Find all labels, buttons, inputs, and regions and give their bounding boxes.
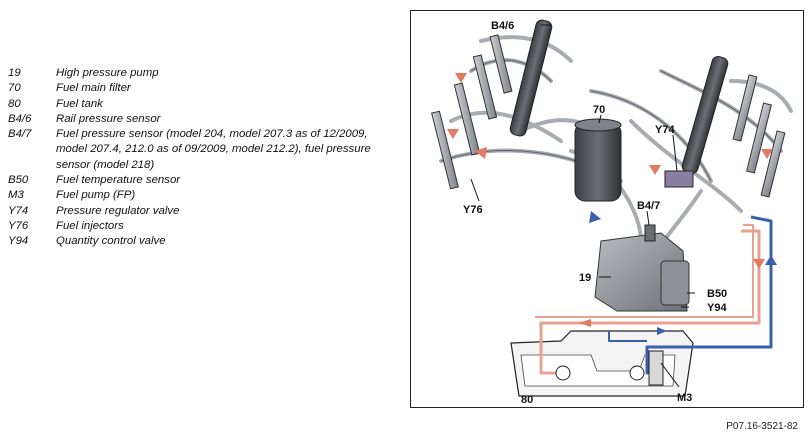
- legend-text: Fuel injectors: [56, 219, 124, 232]
- legend-item: M3 Fuel pump (FP): [8, 188, 400, 203]
- legend-item: Y76 Fuel injectors: [8, 219, 400, 234]
- label-y74: Y74: [655, 124, 675, 136]
- legend-code: Y74: [8, 204, 29, 217]
- legend-code: B4/7: [8, 128, 32, 141]
- legend-item: B4/6 Rail pressure sensor: [8, 112, 400, 127]
- legend-text: Fuel tank: [56, 97, 103, 110]
- legend-item: Y94 Quantity control valve: [8, 234, 400, 249]
- label-y76: Y76: [463, 204, 483, 216]
- legend-text: Fuel pump (FP): [56, 189, 136, 202]
- legend-text: High pressure pump: [56, 67, 159, 79]
- legend-item: 80 Fuel tank: [8, 97, 400, 112]
- leader-lines: [470, 24, 695, 308]
- label-y94: Y94: [707, 302, 727, 314]
- legend-text: Fuel pressure sensor (model 204, model 2…: [56, 128, 371, 171]
- fuel-main-filter: [574, 122, 622, 202]
- legend-item: Y74 Pressure regulator valve: [8, 204, 400, 219]
- label-80: 80: [521, 394, 533, 406]
- legend-code: B50: [8, 174, 29, 187]
- legend-item: B50 Fuel temperature sensor: [8, 173, 400, 188]
- tank-pump-right: [629, 365, 645, 381]
- fuel-system-diagram: B4/6 70 Y74 Y76 B4/7 19 B50 Y94 80 M3: [410, 10, 804, 408]
- pressure-regulator-valve: [664, 170, 694, 188]
- legend-text: Quantity control valve: [56, 235, 166, 248]
- tank-pump-left: [555, 365, 571, 381]
- label-19: 19: [579, 272, 591, 284]
- pump-flange: [660, 260, 690, 306]
- legend: 19 High pressure pump 70 Fuel main filter 80…: [8, 66, 400, 250]
- hp-pipe-outline: [440, 59, 782, 182]
- legend-code: B4/6: [8, 112, 32, 125]
- rail-left: [509, 19, 553, 137]
- label-70: 70: [593, 104, 605, 116]
- label-b47: B4/7: [637, 200, 660, 212]
- legend-text: Fuel main filter: [56, 82, 131, 95]
- legend-item: 70 Fuel main filter: [8, 81, 400, 96]
- injectors-left: [431, 34, 513, 190]
- legend-item: B4/7 Fuel pressure sensor (model 204, mod…: [8, 127, 400, 173]
- m3-leader: [660, 362, 680, 388]
- injectors-right: [732, 74, 786, 198]
- label-b50: B50: [707, 288, 727, 300]
- label-b46: B4/6: [491, 20, 514, 32]
- return-line-inner: [535, 224, 754, 318]
- rail-right: [681, 56, 729, 174]
- legend-text: Fuel temperature sensor: [56, 174, 181, 187]
- legend-code: M3: [8, 189, 24, 202]
- legend-code: 19: [8, 67, 21, 79]
- diagram-svg: B4/6 70 Y74 Y76 B4/7 19 B50 Y94 80 M3: [431, 19, 793, 406]
- figure-reference: P07.16-3521-82: [726, 421, 798, 432]
- filter-cap: [574, 118, 622, 132]
- fuel-pump-m3: [648, 350, 664, 386]
- return-arrows: [447, 73, 773, 327]
- supply-arrows: [589, 211, 777, 335]
- legend-code: 80: [8, 97, 21, 110]
- legend-code: Y94: [8, 235, 29, 248]
- label-m3: M3: [677, 392, 692, 404]
- return-line: [539, 229, 761, 375]
- legend-code: 70: [8, 82, 21, 95]
- supply-line-2: [608, 331, 647, 342]
- legend-code: Y76: [8, 219, 29, 232]
- legend-text: Rail pressure sensor: [56, 112, 161, 125]
- legend-text: Pressure regulator valve: [56, 204, 180, 217]
- b47-sensor: [644, 224, 656, 242]
- legend-item: 19 High pressure pump: [8, 66, 400, 81]
